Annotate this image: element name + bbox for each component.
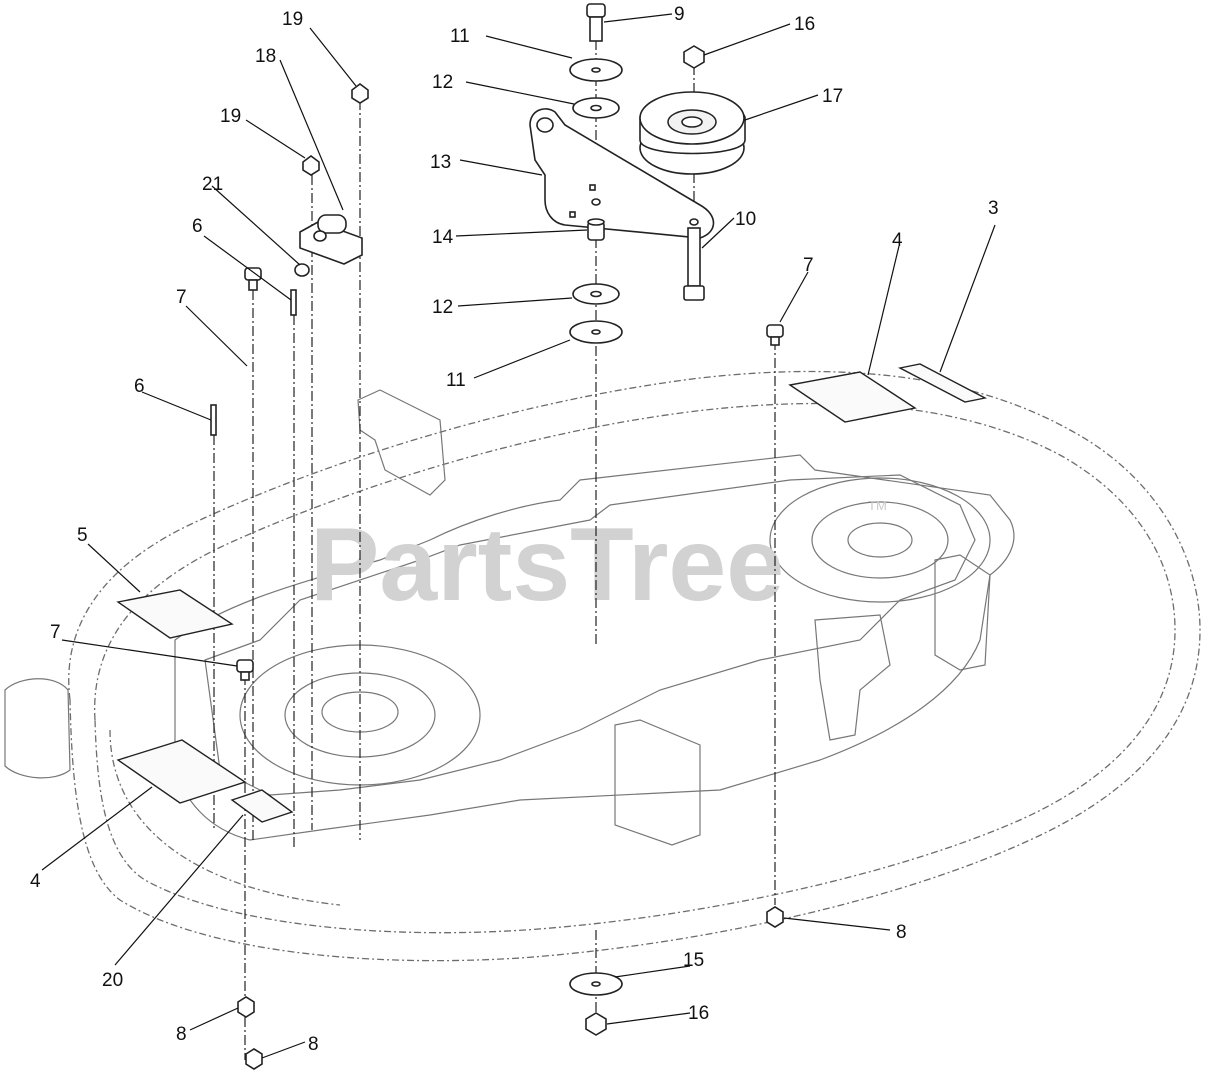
callout-8-left: 8: [176, 1024, 187, 1045]
callout-7-top: 7: [176, 287, 187, 308]
callout-21: 21: [202, 174, 223, 195]
watermark-text: PartsTree: [310, 507, 784, 623]
nut-16-top: [683, 45, 705, 69]
callout-20: 20: [102, 970, 123, 991]
right-outlet-chute: [814, 614, 891, 741]
callout-7-left: 7: [50, 622, 61, 643]
callout-19-mid: 19: [220, 106, 241, 127]
callout-6-top: 6: [192, 216, 203, 237]
callout-5: 5: [77, 525, 88, 546]
washer-12-mid: [572, 283, 620, 305]
callout-8-right: 8: [896, 922, 907, 943]
right-spindle-opening: [769, 477, 991, 603]
bolt-7-left: [236, 659, 254, 681]
nut-8-right: [766, 906, 784, 928]
decal-4-left: [116, 739, 247, 804]
idler-pulley-17: [639, 91, 746, 175]
watermark-trademark: TM: [868, 498, 887, 513]
left-side-plate: [4, 678, 71, 779]
callout-16-top: 16: [794, 14, 815, 35]
ring-21: [294, 263, 310, 277]
callout-labels: 9 16 11 17 12 19 18 19 13 21 10 3 6 14 4…: [30, 4, 999, 1055]
callout-18: 18: [255, 46, 276, 67]
bolt-19-mid: [302, 155, 320, 176]
callout-4-left: 4: [30, 871, 41, 892]
washer-11-top: [569, 58, 623, 82]
decal-5: [116, 589, 234, 639]
decal-4-right: [788, 371, 917, 423]
callout-11-mid: 11: [446, 370, 466, 391]
washer-11-mid: [569, 320, 623, 344]
callout-12-top: 12: [432, 72, 453, 93]
bolt-10: [683, 227, 705, 301]
nut-16-bottom: [585, 1012, 607, 1036]
left-lift-bracket: [357, 389, 446, 496]
callout-4-right: 4: [892, 230, 903, 251]
callout-17: 17: [822, 86, 843, 107]
decal-3: [897, 363, 988, 403]
nut-8-bottom: [245, 1048, 263, 1070]
callout-6-left: 6: [134, 376, 145, 397]
bolt-19-top: [351, 83, 369, 104]
callout-16-bottom: 16: [688, 1003, 709, 1024]
callout-10: 10: [735, 209, 756, 230]
callout-7-right: 7: [803, 255, 814, 276]
leader-lines: [41, 13, 996, 1059]
callout-13: 13: [430, 152, 451, 173]
spring-bracket-18: [299, 214, 363, 265]
pin-6-top: [290, 289, 297, 316]
bolt-9: [586, 3, 606, 42]
decal-20: [230, 789, 294, 823]
idler-arm-13: [529, 108, 715, 239]
center-front-bracket: [614, 719, 701, 846]
bushing-14: [587, 218, 605, 241]
callout-14: 14: [432, 227, 454, 248]
callout-8-bottom: 8: [308, 1034, 319, 1055]
mower-deck-housing: [4, 370, 1201, 962]
callout-15: 15: [683, 950, 704, 971]
callout-11-top: 11: [450, 26, 470, 47]
callout-12-mid: 12: [432, 297, 453, 318]
bolt-7-top: [244, 267, 262, 291]
watermark: PartsTree TM: [310, 498, 887, 623]
callout-3: 3: [988, 198, 999, 219]
nut-8-left: [237, 996, 255, 1018]
washer-15: [569, 972, 623, 996]
callout-9: 9: [674, 4, 685, 25]
bolt-7-right: [766, 324, 784, 346]
pin-6-left: [210, 404, 217, 436]
callout-19-top: 19: [282, 9, 303, 30]
washer-12-top: [572, 97, 620, 119]
right-rear-bracket: [934, 554, 991, 671]
